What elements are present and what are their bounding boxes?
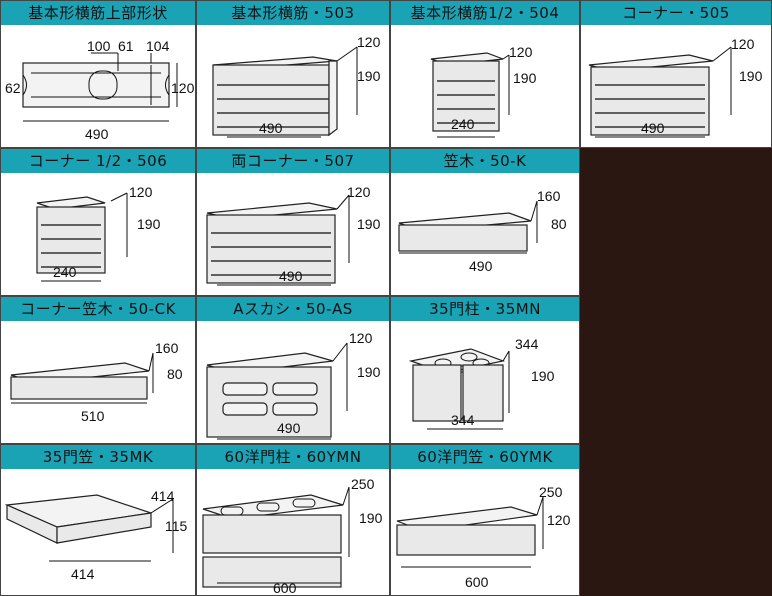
dim-height: 190 (513, 70, 537, 86)
cell-title: 基本形横筋上部形状 (1, 1, 195, 25)
dim-width: 240 (451, 116, 475, 132)
empty-area (580, 148, 772, 596)
dim-left: 62 (5, 80, 21, 96)
dim-depth: 250 (351, 476, 375, 492)
dim-height: 115 (165, 518, 188, 534)
cell-title: 笠木・50-K (391, 149, 579, 173)
cell-503: 基本形横筋・503 120 190 490 (196, 0, 390, 148)
block-50as-figure: 120 190 490 (206, 330, 381, 440)
dim-b: 61 (118, 38, 134, 54)
cell-35mk: 35門笠・35MK 414 115 414 (0, 444, 196, 596)
block-504-figure: 120 190 240 (430, 44, 537, 138)
cell-title: コーナー笠木・50-CK (1, 297, 195, 321)
dim-height: 190 (739, 68, 763, 84)
dim-depth: 160 (537, 188, 561, 204)
dim-height: 120 (547, 512, 571, 528)
cell-50k: 笠木・50-K 160 80 490 (390, 148, 580, 296)
block-507-figure: 120 190 490 (206, 184, 381, 286)
cell-50ck: コーナー笠木・50-CK 160 80 510 (0, 296, 196, 444)
cell-title: 60洋門笠・60YMK (391, 445, 579, 469)
dim-depth: 120 (509, 44, 533, 60)
cell-506: コーナー 1/2・506 120 190 240 (0, 148, 196, 296)
cell-title: 基本形横筋1/2・504 (391, 1, 579, 25)
dim-width: 600 (465, 574, 489, 590)
dim-right: 120 (171, 80, 195, 96)
cell-top-profile: 基本形横筋上部形状 100 61 104 62 120 490 (0, 0, 196, 148)
dim-depth: 120 (129, 184, 153, 200)
dim-width: 490 (469, 258, 493, 274)
dim-height: 190 (137, 216, 161, 232)
dim-width: 490 (277, 420, 301, 436)
dim-height: 190 (531, 368, 555, 384)
dim-c: 104 (146, 38, 170, 54)
cell-504: 基本形横筋1/2・504 120 190 240 (390, 0, 580, 148)
dim-bottom: 490 (85, 126, 109, 142)
cell-title: 両コーナー・507 (197, 149, 389, 173)
dim-depth: 344 (515, 336, 539, 352)
dim-width: 240 (53, 264, 77, 280)
cell-title: 35門笠・35MK (1, 445, 195, 469)
cell-title: コーナー 1/2・506 (1, 149, 195, 173)
dim-height: 190 (359, 510, 383, 526)
block-505-figure: 120 190 490 (588, 36, 763, 138)
block-506-figure: 120 190 240 (36, 184, 161, 282)
cell-60ymn: 60洋門柱・60YMN 250 190 600 (196, 444, 390, 596)
dim-depth: 120 (731, 36, 755, 52)
cell-title: Aスカシ・50-AS (197, 297, 389, 321)
cell-505: コーナー・505 120 190 490 (580, 0, 772, 148)
cell-title: 60洋門柱・60YMN (197, 445, 389, 469)
block-50ck-figure: 160 80 510 (10, 340, 183, 424)
dim-height: 80 (551, 216, 567, 232)
cell-50as: Aスカシ・50-AS 120 190 490 (196, 296, 390, 444)
top-profile-figure: 100 61 104 62 120 490 (5, 38, 195, 142)
block-35mn-figure: 344 190 344 (408, 336, 555, 430)
dim-width: 344 (451, 412, 475, 428)
dim-depth: 160 (155, 340, 179, 356)
dim-width: 414 (71, 566, 95, 582)
cell-title: 35門柱・35MN (391, 297, 579, 321)
dim-width: 510 (81, 408, 105, 424)
dim-width: 600 (273, 580, 297, 596)
cell-35mn: 35門柱・35MN 344 190 344 (390, 296, 580, 444)
dim-height: 190 (357, 364, 381, 380)
cell-title: 基本形横筋・503 (197, 1, 389, 25)
block-60ymk-figure: 250 120 600 (396, 484, 571, 590)
dim-depth: 120 (349, 330, 373, 346)
cell-60ymk: 60洋門笠・60YMK 250 120 600 (390, 444, 580, 596)
cell-title: コーナー・505 (581, 1, 771, 25)
block-60ymn-figure: 250 190 600 (202, 476, 383, 596)
dim-a: 100 (87, 38, 111, 54)
dim-height: 190 (357, 216, 381, 232)
dim-width: 490 (259, 120, 283, 136)
dim-width: 490 (279, 268, 303, 284)
dim-depth: 120 (357, 34, 381, 50)
block-503-figure: 120 190 490 (212, 34, 381, 138)
dim-depth: 250 (539, 484, 563, 500)
cell-507: 両コーナー・507 120 190 490 (196, 148, 390, 296)
dim-depth: 414 (151, 488, 175, 504)
dim-depth: 120 (347, 184, 371, 200)
block-35mk-figure: 414 115 414 (4, 488, 188, 582)
dim-width: 490 (641, 120, 665, 136)
dim-height: 190 (357, 68, 381, 84)
block-50k-figure: 160 80 490 (398, 188, 567, 274)
dim-height: 80 (167, 366, 183, 382)
